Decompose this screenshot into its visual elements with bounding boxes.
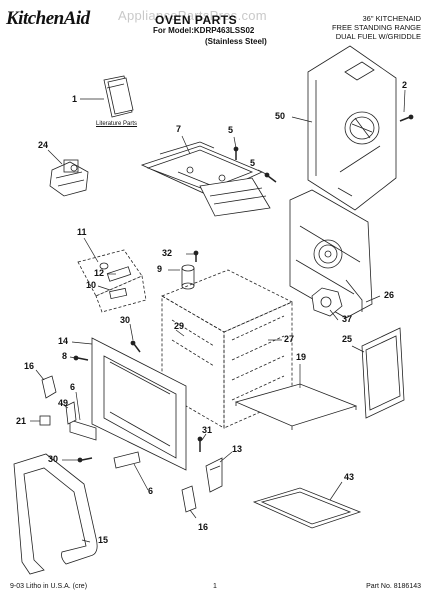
screw-5b	[264, 172, 277, 183]
fan-gasket	[311, 287, 343, 317]
oven-shelf	[234, 383, 358, 430]
page-title: OVEN PARTS	[155, 13, 238, 27]
callout-25: 25	[342, 334, 353, 344]
watermark: AppliancePartsPros.com	[118, 8, 267, 23]
screw-5a	[233, 146, 239, 160]
callout-27: 27	[284, 334, 295, 344]
callout-5a: 5	[228, 125, 234, 135]
callout-30a: 30	[120, 315, 131, 325]
hinge-16a	[41, 375, 57, 399]
callout-6a: 6	[70, 382, 76, 392]
callout-31: 31	[202, 425, 213, 435]
screw-30a	[130, 340, 141, 353]
callout-49: 49	[58, 398, 69, 408]
callout-29: 29	[174, 321, 185, 331]
element-bracket	[49, 159, 89, 197]
top-bracket	[140, 141, 271, 217]
screw-32	[193, 250, 199, 262]
hinge-16b	[181, 485, 197, 513]
side-panel	[361, 327, 405, 419]
range-line-2: FREE STANDING RANGE	[331, 23, 421, 32]
vent-tube	[181, 264, 195, 290]
callout-16a: 16	[24, 361, 35, 371]
kit-parts	[99, 262, 132, 300]
screw-31	[197, 436, 203, 452]
callout-24: 24	[38, 140, 49, 150]
literature-booklet	[103, 75, 134, 118]
screw-2	[399, 114, 414, 122]
callout-9: 9	[157, 264, 163, 274]
kitchenaid-logo: KitchenAid	[6, 8, 90, 29]
callout-13: 13	[232, 444, 243, 454]
fan-bracket	[289, 189, 373, 319]
footer-page-number: 1	[213, 583, 217, 590]
bracket-6a	[69, 419, 97, 441]
screw-8	[73, 355, 89, 361]
door-gasket	[13, 453, 98, 575]
range-line-3: DUAL FUEL W/GRIDDLE	[335, 32, 421, 41]
callout-10: 10	[86, 280, 97, 290]
front-frame	[91, 337, 187, 471]
part-49	[65, 401, 77, 425]
callout-12: 12	[94, 268, 105, 278]
footer-part-number: Part No. 8186143	[366, 583, 421, 590]
callout-43: 43	[344, 472, 355, 482]
callout-30b: 30	[48, 454, 59, 464]
callout-11: 11	[77, 227, 87, 237]
screw-30b	[77, 457, 93, 463]
bracket-6b	[113, 451, 141, 469]
literature-parts-label: Literature Parts	[96, 121, 138, 127]
callout-32: 32	[162, 248, 173, 258]
back-panel	[307, 45, 397, 211]
callout-1: 1	[72, 94, 78, 104]
callout-2: 2	[402, 80, 408, 90]
callout-8: 8	[62, 351, 68, 361]
callout-21: 21	[16, 416, 27, 426]
callout-14: 14	[58, 336, 69, 346]
callout-6b: 6	[148, 486, 154, 496]
finish-line: (Stainless Steel)	[205, 37, 267, 46]
callout-15: 15	[98, 535, 109, 545]
callout-7: 7	[176, 124, 182, 134]
callout-16b: 16	[198, 522, 209, 532]
footer-litho: 9-03 Litho in U.S.A. (cre)	[10, 583, 88, 590]
range-line-1: 36" KITCHENAID	[362, 14, 421, 23]
callout-50: 50	[275, 111, 286, 121]
model-line: For Model:KDRP463LSS02	[153, 26, 255, 35]
callout-37: 37	[342, 314, 353, 324]
callout-19: 19	[296, 352, 307, 362]
callout-26: 26	[384, 290, 395, 300]
bracket-13	[205, 457, 223, 493]
bottom-tray	[252, 487, 362, 529]
leader-lines	[30, 89, 406, 543]
callout-5b: 5	[250, 158, 256, 168]
part-21	[39, 415, 51, 426]
